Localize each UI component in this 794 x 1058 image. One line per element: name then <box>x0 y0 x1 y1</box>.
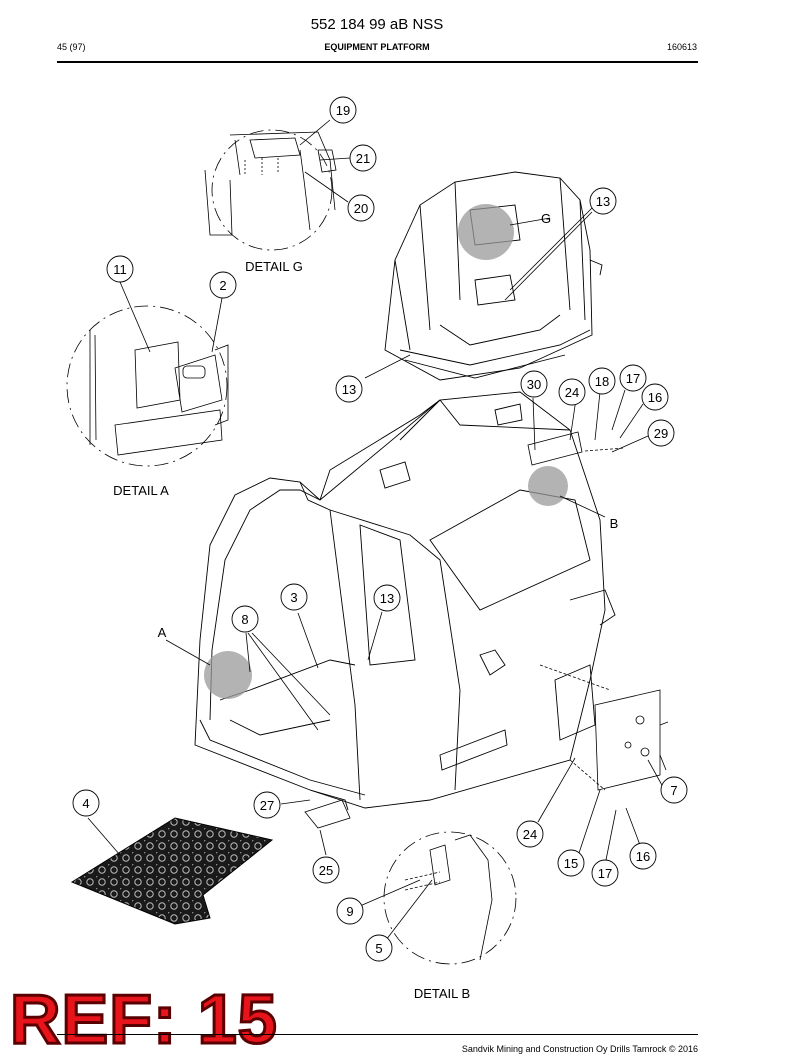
detail-b-drawing <box>383 831 517 965</box>
callout-13: 13 <box>373 584 401 612</box>
svg-text:8: 8 <box>241 612 248 627</box>
detail-a-highlight <box>204 651 252 699</box>
svg-text:24: 24 <box>565 385 579 400</box>
callout-8: 8 <box>231 605 259 633</box>
side-plates-drawing <box>527 431 669 791</box>
svg-text:9: 9 <box>346 904 353 919</box>
svg-text:2: 2 <box>219 278 226 293</box>
callout-16: 16 <box>629 842 657 870</box>
callout-16: 16 <box>641 383 669 411</box>
callout-13: 13 <box>335 375 363 403</box>
header-rule <box>57 61 698 63</box>
svg-text:13: 13 <box>596 194 610 209</box>
svg-text:25: 25 <box>319 863 333 878</box>
callouts: 19 21 20 13 11 2 13 30 24 18 17 16 29 3 … <box>72 96 688 962</box>
page-number: 45 (97) <box>57 42 86 52</box>
callout-17: 17 <box>591 859 619 887</box>
svg-text:16: 16 <box>648 390 662 405</box>
svg-text:20: 20 <box>354 201 368 216</box>
callout-30: 30 <box>520 370 548 398</box>
reference-watermark: REF: 15 <box>9 980 279 1058</box>
footer-rule <box>57 1034 698 1035</box>
detail-letter-b: B <box>610 516 619 531</box>
svg-text:17: 17 <box>598 866 612 881</box>
detail-a-drawing <box>66 281 229 467</box>
svg-text:18: 18 <box>595 374 609 389</box>
callout-3: 3 <box>280 583 308 611</box>
callout-29: 29 <box>647 419 675 447</box>
cab-body-drawing <box>194 391 616 811</box>
callout-21: 21 <box>349 144 377 172</box>
callout-24: 24 <box>516 820 544 848</box>
detail-g-highlight <box>458 204 514 260</box>
svg-text:11: 11 <box>113 262 127 277</box>
callout-4: 4 <box>72 789 100 817</box>
callout-15: 15 <box>557 849 585 877</box>
callout-7: 7 <box>660 776 688 804</box>
page-title: EQUIPMENT PLATFORM <box>324 42 430 52</box>
svg-text:17: 17 <box>626 371 640 386</box>
leader-lines <box>87 207 664 941</box>
callout-17: 17 <box>619 364 647 392</box>
callout-11: 11 <box>106 255 134 283</box>
svg-text:30: 30 <box>527 377 541 392</box>
svg-text:13: 13 <box>380 591 394 606</box>
callout-24: 24 <box>558 378 586 406</box>
detail-letter-g: G <box>541 211 551 226</box>
detail-a-label: DETAIL A <box>113 483 169 498</box>
detail-g-drawing <box>204 119 351 251</box>
callout-27: 27 <box>253 791 281 819</box>
svg-text:27: 27 <box>260 798 274 813</box>
detail-b-label: DETAIL B <box>414 986 470 1001</box>
svg-text:19: 19 <box>336 103 350 118</box>
callout-5: 5 <box>365 934 393 962</box>
plate-25 <box>304 799 351 829</box>
svg-text:21: 21 <box>356 151 370 166</box>
revision-date: 160613 <box>666 42 697 52</box>
svg-text:16: 16 <box>636 849 650 864</box>
cab-roof-drawing <box>384 171 603 381</box>
svg-text:24: 24 <box>523 827 537 842</box>
svg-text:7: 7 <box>670 783 677 798</box>
svg-text:4: 4 <box>82 796 89 811</box>
detail-b-highlight <box>528 466 568 506</box>
callout-18: 18 <box>588 367 616 395</box>
footer-copyright: Sandvik Mining and Construction Oy Drill… <box>461 1044 698 1054</box>
callout-2: 2 <box>209 271 237 299</box>
callout-9: 9 <box>336 897 364 925</box>
callout-20: 20 <box>347 194 375 222</box>
svg-text:13: 13 <box>342 382 356 397</box>
callout-25: 25 <box>312 856 340 884</box>
document-number: 552 184 99 aB NSS <box>310 16 444 33</box>
callout-19: 19 <box>329 96 357 124</box>
svg-text:15: 15 <box>564 856 578 871</box>
detail-g-label: DETAIL G <box>245 259 303 274</box>
svg-text:29: 29 <box>654 426 668 441</box>
svg-text:3: 3 <box>290 590 297 605</box>
callout-13: 13 <box>589 187 617 215</box>
detail-letter-a: A <box>158 625 167 640</box>
svg-text:5: 5 <box>375 941 382 956</box>
floor-mat <box>70 817 274 925</box>
